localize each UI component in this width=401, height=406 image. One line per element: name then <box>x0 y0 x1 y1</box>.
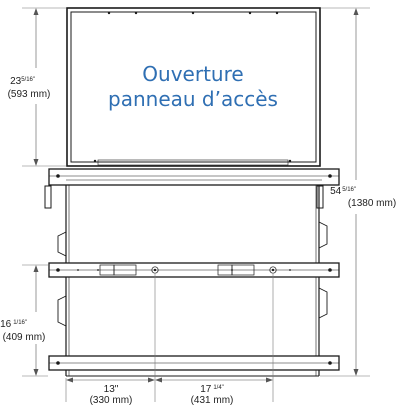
rail-brackets <box>99 264 277 276</box>
lower-height-dimension <box>33 265 39 376</box>
rail-fasteners <box>56 174 332 365</box>
opening-height-metric: (593 mm) <box>8 89 51 100</box>
rail-bracket-centers <box>153 268 275 272</box>
opening-height-imperial: 235/16" <box>10 76 35 87</box>
total-height-imperial: 545/16" <box>330 186 356 197</box>
opening-height-dimension <box>33 8 39 166</box>
right-width-dimension <box>155 377 273 383</box>
opening-extension-lines <box>22 7 370 377</box>
total-height-dimension <box>353 8 359 376</box>
left-width-metric: (330 mm) <box>90 395 133 406</box>
left-width-dimension <box>66 377 155 383</box>
width-extension-lines <box>65 274 274 402</box>
frame-body <box>44 168 340 377</box>
left-width-imperial: 13" <box>104 384 119 395</box>
total-height-metric: (1380 mm) <box>348 198 396 209</box>
opening-label-line1: Ouverture <box>142 62 243 86</box>
opening-label-line2: panneau d’accès <box>108 87 278 111</box>
lower-height-metric: (409 mm) <box>3 332 46 343</box>
access-panel-opening <box>66 7 321 167</box>
right-width-metric: (431 mm) <box>191 395 234 406</box>
